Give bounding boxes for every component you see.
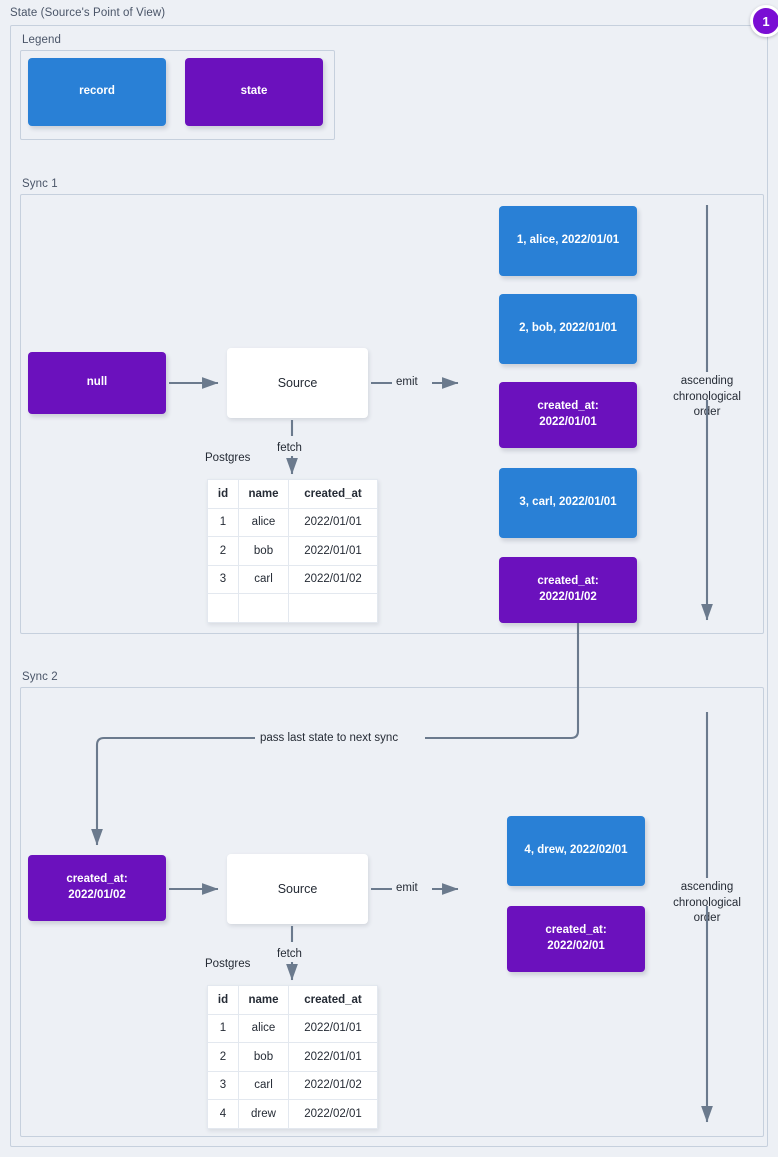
cell-id: 1 [207,507,239,537]
sync1-emitted-record-2: 2, bob, 2022/01/01 [499,294,637,364]
sync2-emitted-state-1: created_at: 2022/02/01 [507,906,645,972]
sync2-emit-label: emit [396,882,418,894]
legend-label-state: state [240,85,268,98]
cell-id: 4 [207,1099,239,1129]
cell-id: 3 [207,564,239,594]
sync2-postgres-table: id name created_at 1 alice 2022/01/01 2 … [207,985,378,1129]
cell-name: carl [238,564,289,594]
sync1-emitted-state-1: created_at: 2022/01/01 [499,382,637,448]
sync1-state-input-label: null [86,376,108,389]
cell-created: 2022/01/01 [288,1042,378,1072]
sync1-emitted-record-1-label: 1, alice, 2022/01/01 [516,234,620,247]
cell-created: 2022/02/01 [288,1099,378,1129]
sync2-title: Sync 2 [22,671,58,683]
sync1-emitted-state-1-label: created_at: 2022/01/01 [537,400,599,428]
table-header-row: id name created_at [207,479,378,509]
sync1-source-label: Source [277,375,318,390]
sync1-emitted-record-2-label: 2, bob, 2022/01/01 [519,322,617,335]
cell-name: bob [238,536,289,566]
diagram-outer-frame [10,25,768,1147]
cell-name: alice [238,1013,289,1043]
cell-created: 2022/01/01 [288,536,378,566]
sync2-fetch-label: fetch [277,948,302,960]
sync2-emitted-record-1: 4, drew, 2022/02/01 [507,816,645,886]
legend-label-record: record [79,85,115,98]
sync2-col-created: created_at [288,985,378,1015]
legend-frame [20,50,335,140]
cell-name: carl [238,1070,289,1100]
sync1-col-id: id [207,479,239,509]
sync1-title: Sync 1 [22,178,58,190]
sync1-order-label: ascending chronological order [673,375,741,419]
sync2-emitted-record-1-label: 4, drew, 2022/02/01 [524,844,628,857]
sync2-source-label: Source [277,881,318,896]
sync2-col-name: name [238,985,289,1015]
sync1-source-node: Source [227,348,368,418]
table-row: 3 carl 2022/01/02 [207,564,378,594]
table-row: 2 bob 2022/01/01 [207,536,378,566]
sync1-emitted-record-1: 1, alice, 2022/01/01 [499,206,637,276]
cell-name: alice [238,507,289,537]
cell-name: bob [238,1042,289,1072]
sync2-order-label: ascending chronological order [673,881,741,925]
sync2-db-label: Postgres [205,958,251,970]
table-row: 1 alice 2022/01/01 [207,507,378,537]
sync2-state-input-label: created_at: 2022/01/02 [66,873,128,901]
legend-swatch-state: state [185,58,323,126]
sync1-col-name: name [238,479,289,509]
sync1-emitted-record-3: 3, carl, 2022/01/01 [499,468,637,538]
step-badge[interactable]: 1 [750,5,778,37]
table-row: 2 bob 2022/01/01 [207,1042,378,1072]
step-badge-label: 1 [762,13,770,29]
legend-swatch-record: record [28,58,166,126]
sync2-frame [20,687,764,1137]
sync1-emitted-state-2: created_at: 2022/01/02 [499,557,637,623]
sync1-fetch-label: fetch [277,442,302,454]
sync1-state-input: null [28,352,166,414]
cell-created: 2022/01/02 [288,564,378,594]
sync1-db-label: Postgres [205,452,251,464]
sync1-emitted-state-2-label: created_at: 2022/01/02 [537,575,599,603]
cell-id: 2 [207,536,239,566]
sync2-emitted-state-1-label: created_at: 2022/02/01 [545,924,607,952]
sync2-state-input: created_at: 2022/01/02 [28,855,166,921]
cell-id: 2 [207,1042,239,1072]
table-row: 3 carl 2022/01/02 [207,1070,378,1100]
cell-id: 3 [207,1070,239,1100]
cell-id [207,593,239,623]
cell-name [238,593,289,623]
diagram-title: State (Source's Point of View) [10,7,166,19]
table-row: 4 drew 2022/02/01 [207,1099,378,1129]
cell-created [288,593,378,623]
cell-name: drew [238,1099,289,1129]
cell-created: 2022/01/01 [288,507,378,537]
sync1-emit-label: emit [396,376,418,388]
sync1-col-created: created_at [288,479,378,509]
table-header-row: id name created_at [207,985,378,1015]
table-row [207,593,378,623]
sync1-emitted-record-3-label: 3, carl, 2022/01/01 [519,496,617,509]
legend-title: Legend [22,34,61,46]
cell-created: 2022/01/02 [288,1070,378,1100]
cell-id: 1 [207,1013,239,1043]
table-row: 1 alice 2022/01/01 [207,1013,378,1043]
sync1-postgres-table: id name created_at 1 alice 2022/01/01 2 … [207,479,378,623]
cell-created: 2022/01/01 [288,1013,378,1043]
sync1-frame [20,194,764,634]
sync2-col-id: id [207,985,239,1015]
sync2-source-node: Source [227,854,368,924]
pass-state-label: pass last state to next sync [260,732,399,744]
